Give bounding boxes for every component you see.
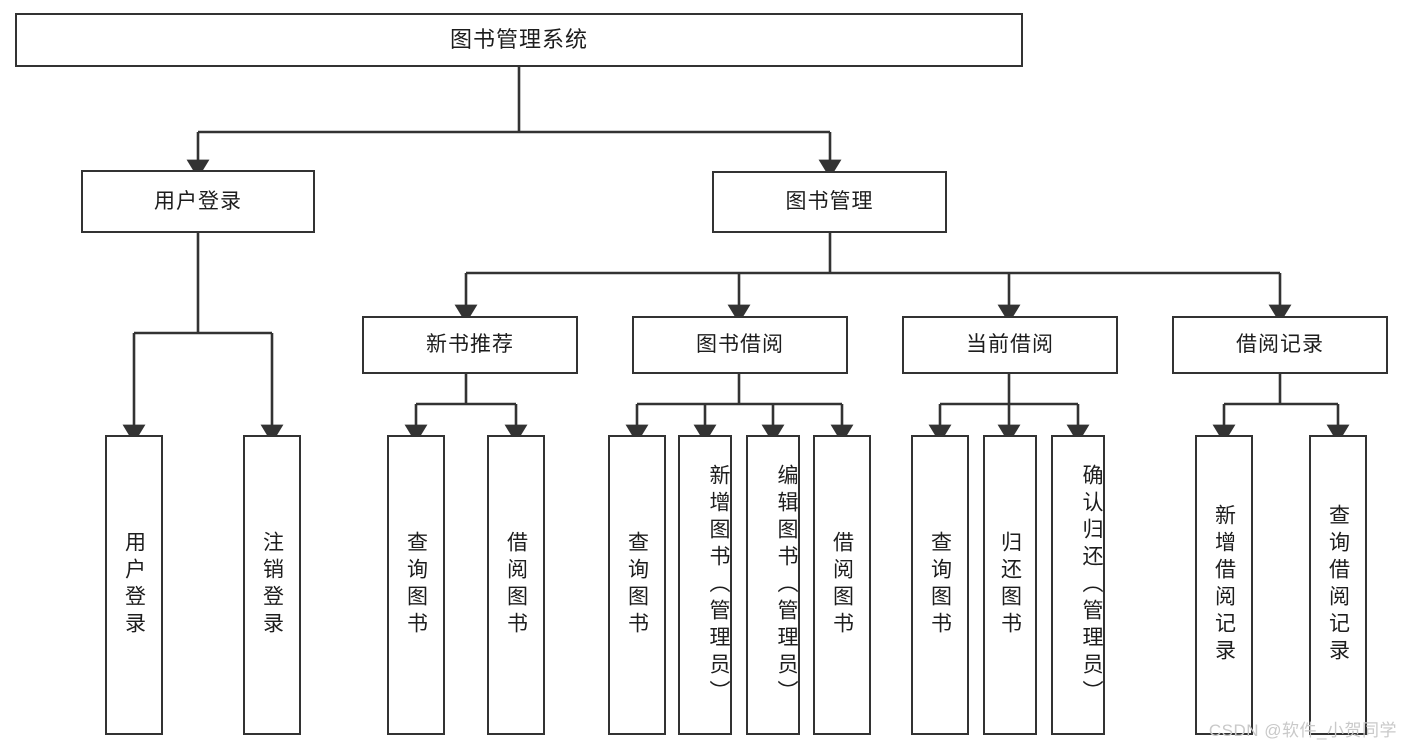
node-current-borrowing[interactable]: 当前借阅 xyxy=(902,316,1118,374)
leaf-query-book-current-label: 查询图书 xyxy=(928,531,952,639)
leaf-logout-label: 注销登录 xyxy=(260,531,284,639)
leaf-user-login[interactable]: 用户登录 xyxy=(105,435,163,735)
leaf-add-borrow-record[interactable]: 新增借阅记录 xyxy=(1195,435,1253,735)
node-book-borrowing[interactable]: 图书借阅 xyxy=(632,316,848,374)
leaf-confirm-return-admin-label: 确认归还（管理员） xyxy=(1080,463,1103,707)
leaf-query-book-borrow[interactable]: 查询图书 xyxy=(608,435,666,735)
leaf-edit-book-admin[interactable]: 编辑图书（管理员） xyxy=(746,435,800,735)
leaf-add-borrow-record-label: 新增借阅记录 xyxy=(1212,504,1236,666)
node-new-book-recommendation[interactable]: 新书推荐 xyxy=(362,316,578,374)
leaf-add-book-admin[interactable]: 新增图书（管理员） xyxy=(678,435,732,735)
node-book-management[interactable]: 图书管理 xyxy=(712,171,947,233)
leaf-add-book-admin-label: 新增图书（管理员） xyxy=(707,463,730,707)
node-new-book-recommendation-label: 新书推荐 xyxy=(426,333,514,357)
leaf-query-book-new-book-label: 查询图书 xyxy=(404,531,428,639)
node-borrowing-record-label: 借阅记录 xyxy=(1236,333,1324,357)
node-root-book-management-system[interactable]: 图书管理系统 xyxy=(15,13,1023,67)
node-user-login-label: 用户登录 xyxy=(154,189,242,213)
leaf-borrow-book-new-book[interactable]: 借阅图书 xyxy=(487,435,545,735)
csdn-watermark: CSDN @软件_小贺同学 xyxy=(1208,721,1397,740)
leaf-query-book-borrow-label: 查询图书 xyxy=(625,531,649,639)
leaf-query-book-current[interactable]: 查询图书 xyxy=(911,435,969,735)
node-book-management-label: 图书管理 xyxy=(785,190,874,214)
leaf-query-book-new-book[interactable]: 查询图书 xyxy=(387,435,445,735)
leaf-return-book[interactable]: 归还图书 xyxy=(983,435,1037,735)
leaf-logout[interactable]: 注销登录 xyxy=(243,435,301,735)
leaf-user-login-label: 用户登录 xyxy=(122,531,146,639)
node-current-borrowing-label: 当前借阅 xyxy=(966,333,1054,357)
leaf-query-borrow-record[interactable]: 查询借阅记录 xyxy=(1309,435,1367,735)
leaf-query-borrow-record-label: 查询借阅记录 xyxy=(1326,504,1350,666)
leaf-return-book-label: 归还图书 xyxy=(998,531,1022,639)
leaf-borrow-book-new-book-label: 借阅图书 xyxy=(504,531,528,639)
node-root-label: 图书管理系统 xyxy=(449,26,588,52)
leaf-borrow-book-borrow-label: 借阅图书 xyxy=(830,531,854,639)
node-book-borrowing-label: 图书借阅 xyxy=(696,333,784,357)
leaf-edit-book-admin-label: 编辑图书（管理员） xyxy=(775,463,798,707)
leaf-confirm-return-admin[interactable]: 确认归还（管理员） xyxy=(1051,435,1105,735)
node-borrowing-record[interactable]: 借阅记录 xyxy=(1172,316,1388,374)
node-user-login[interactable]: 用户登录 xyxy=(81,170,315,233)
leaf-borrow-book-borrow[interactable]: 借阅图书 xyxy=(813,435,871,735)
